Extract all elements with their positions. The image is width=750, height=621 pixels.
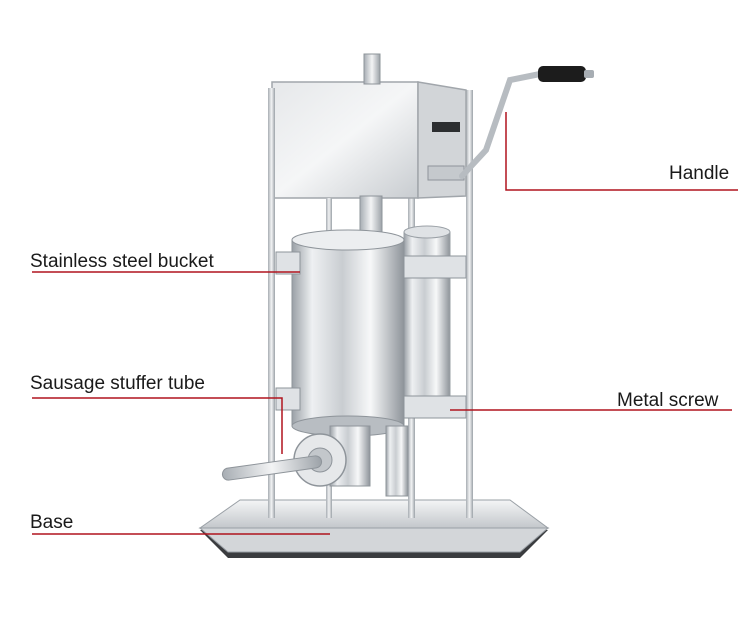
crank-handle bbox=[459, 66, 594, 179]
label-screw: Metal screw bbox=[617, 390, 719, 411]
label-base: Base bbox=[30, 512, 74, 533]
label-bucket: Stainless steel bucket bbox=[30, 251, 214, 272]
gear-box bbox=[271, 81, 467, 199]
stainless-steel-bucket bbox=[291, 229, 405, 437]
leader-handle bbox=[505, 112, 738, 191]
leader-tube bbox=[32, 397, 283, 454]
bucket-clamps bbox=[275, 251, 467, 419]
base-plate bbox=[198, 499, 550, 558]
leader-lines bbox=[32, 112, 738, 535]
label-handle: Handle bbox=[669, 163, 730, 184]
outlet-nozzle bbox=[221, 425, 409, 497]
rear-cylinder bbox=[403, 225, 451, 401]
label-tube: Sausage stuffer tube bbox=[30, 373, 205, 394]
